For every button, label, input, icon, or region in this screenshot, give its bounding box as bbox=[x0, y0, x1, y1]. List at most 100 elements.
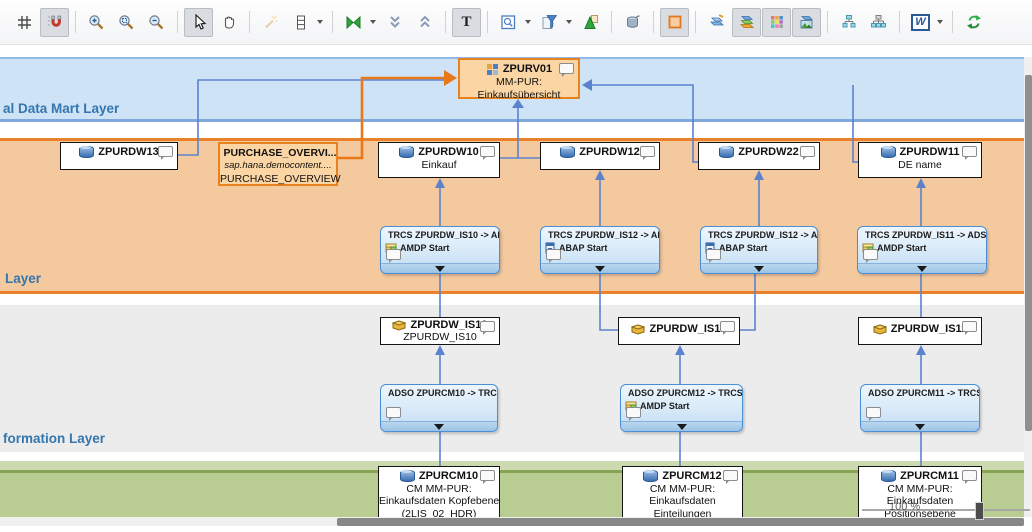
transformation-start: AMDP Start bbox=[640, 400, 690, 411]
grid-icon[interactable] bbox=[10, 8, 39, 37]
comment-icon bbox=[866, 407, 881, 421]
comment-icon bbox=[480, 321, 495, 335]
magic-wand-icon[interactable] bbox=[256, 8, 285, 37]
toolbar-separator bbox=[332, 11, 333, 33]
node-title: ZPURDW_IS12 bbox=[649, 323, 727, 335]
node-zpurv01[interactable]: ZPURV01 MM-PUR: Einkaufsübersicht bbox=[458, 58, 580, 101]
highlight-color-icon[interactable] bbox=[660, 7, 689, 37]
transformation-adso-cm12[interactable]: ADSO ZPURCM12 -> TRCS ZP... AMDP Start bbox=[620, 384, 743, 432]
toolbar-separator bbox=[249, 11, 250, 33]
node-description: CM MM-PUR: bbox=[649, 482, 716, 495]
transformation-trcs-is12-dw12[interactable]: TRCS ZPURDW_IS12 -> ADSO... ABAP Start bbox=[540, 226, 660, 274]
transformation-icon[interactable] bbox=[339, 8, 368, 37]
comment-icon bbox=[626, 407, 641, 421]
comment-icon bbox=[559, 63, 574, 77]
transformation-adso-cm10[interactable]: ADSO ZPURCM10 -> TRCS ZP... bbox=[380, 384, 498, 432]
text-tool-icon[interactable]: T bbox=[452, 7, 481, 37]
comment-icon bbox=[800, 146, 815, 160]
tree-org-icon[interactable] bbox=[864, 8, 893, 37]
zoom-selection-icon[interactable] bbox=[112, 8, 141, 37]
toolbar-separator bbox=[75, 11, 76, 33]
transformation-dropdown[interactable] bbox=[370, 20, 376, 24]
layers-image-icon[interactable] bbox=[792, 7, 821, 37]
adso-icon bbox=[560, 146, 576, 159]
list-layout-dropdown[interactable] bbox=[317, 20, 323, 24]
transformation-start: AMDP Start bbox=[877, 242, 927, 253]
word-export-icon[interactable]: W bbox=[906, 8, 935, 37]
node-description: Einkauf bbox=[421, 158, 457, 171]
transformation-title: ADSO ZPURCM12 -> TRCS ZP... bbox=[628, 387, 742, 398]
comment-icon bbox=[158, 146, 173, 160]
expand-all-icon[interactable] bbox=[410, 8, 439, 37]
word-export-dropdown[interactable] bbox=[937, 20, 943, 24]
node-description: MM-PUR: bbox=[495, 76, 543, 88]
layers-edit-icon[interactable] bbox=[702, 8, 731, 37]
zoom-slider-thumb[interactable] bbox=[975, 502, 984, 520]
node-title: ZPURV01 bbox=[502, 63, 553, 76]
node-zpurdw11[interactable]: ZPURDW11 DE name bbox=[858, 142, 982, 178]
transformation-title: TRCS ZPURDW_IS12 -> ADSO... bbox=[708, 229, 817, 240]
list-layout-icon[interactable] bbox=[286, 8, 315, 37]
node-title: ZPURDW_IS10 bbox=[410, 319, 488, 331]
adso-icon bbox=[399, 146, 415, 159]
node-description: ZPURDW_IS10 bbox=[403, 330, 477, 343]
transformation-title: TRCS ZPURDW_IS12 -> ADSO... bbox=[548, 229, 659, 240]
expand-triangle-icon bbox=[917, 266, 927, 272]
text-tool-glyph: T bbox=[461, 13, 472, 30]
adso-icon bbox=[399, 470, 415, 483]
tree-small-icon[interactable] bbox=[834, 8, 863, 37]
comment-icon bbox=[962, 470, 977, 484]
zoom-out-icon[interactable] bbox=[142, 8, 171, 37]
paint-can-icon[interactable] bbox=[618, 8, 647, 37]
node-description: Einkaufsübersicht bbox=[477, 88, 561, 101]
layer-label-virtual-data-mart: al Data Mart Layer bbox=[3, 101, 120, 116]
snap-magnet-icon[interactable] bbox=[40, 7, 69, 37]
filter-icon[interactable] bbox=[535, 8, 564, 37]
node-title: ZPURCM10 bbox=[418, 470, 479, 482]
filter-dropdown[interactable] bbox=[566, 20, 572, 24]
node-zpurdw22[interactable]: ZPURDW22 bbox=[698, 142, 820, 170]
zoom-slider-track[interactable] bbox=[862, 509, 1030, 511]
node-zpurdw13[interactable]: ZPURDW13 bbox=[60, 142, 178, 170]
pan-hand-icon[interactable] bbox=[214, 8, 243, 37]
transformation-start: ABAP Start bbox=[719, 243, 768, 253]
adso-icon bbox=[79, 146, 95, 159]
node-zpurdw10[interactable]: ZPURDW10 Einkauf bbox=[378, 142, 500, 178]
transformation-trcs-is10[interactable]: TRCS ZPURDW_IS10 -> ADSO... AMDP Start bbox=[380, 226, 500, 274]
comment-icon bbox=[863, 249, 878, 263]
node-title: ZPURCM11 bbox=[900, 470, 959, 482]
node-title: ZPURDW13 bbox=[98, 146, 159, 158]
collapse-all-icon[interactable] bbox=[380, 8, 409, 37]
node-title: ZPURDW10 bbox=[418, 146, 479, 158]
fit-diagram-icon[interactable] bbox=[576, 8, 605, 37]
toolbar-separator bbox=[899, 11, 900, 33]
vertical-scrollbar[interactable] bbox=[1024, 57, 1032, 517]
comment-icon bbox=[706, 249, 721, 263]
vertical-scrollbar-thumb[interactable] bbox=[1024, 75, 1032, 431]
color-palette-icon[interactable] bbox=[762, 7, 791, 37]
node-title: ZPURDW22 bbox=[738, 146, 799, 158]
transformation-trcs-is12-dw22[interactable]: TRCS ZPURDW_IS12 -> ADSO... ABAP Start bbox=[700, 226, 818, 274]
horizontal-scrollbar[interactable] bbox=[0, 517, 1024, 526]
node-zpurdw12[interactable]: ZPURDW12 bbox=[540, 142, 660, 170]
transformation-adso-cm11[interactable]: ADSO ZPURCM11 -> TRCS ZP... bbox=[860, 384, 980, 432]
zoom-level-value: 100 % bbox=[889, 501, 921, 513]
node-title: ZPURDW12 bbox=[579, 146, 640, 158]
node-description: Einkaufsdaten bbox=[886, 495, 954, 507]
zoom-in-icon[interactable] bbox=[82, 8, 111, 37]
toolbar-separator bbox=[827, 11, 828, 33]
overview-magnifier-icon[interactable] bbox=[494, 8, 523, 37]
transformation-trcs-is11[interactable]: TRCS ZPURDW_IS11 -> ADSO... AMDP Start bbox=[857, 226, 987, 274]
refresh-icon[interactable] bbox=[959, 8, 988, 37]
layers-colored-icon[interactable] bbox=[732, 7, 761, 37]
node-zpurdw-is10[interactable]: ZPURDW_IS10 ZPURDW_IS10 bbox=[380, 317, 500, 345]
expand-triangle-icon bbox=[595, 266, 605, 272]
layer-label-transformation: formation Layer bbox=[3, 431, 106, 446]
node-zpurdw-is12[interactable]: ZPURDW_IS12 bbox=[618, 317, 740, 345]
node-zpurdw-is11[interactable]: ZPURDW_IS11 bbox=[858, 317, 982, 345]
node-purchase-overview[interactable]: PURCHASE_OVERVI... sap.hana.democontent.… bbox=[218, 142, 341, 186]
horizontal-scrollbar-thumb[interactable] bbox=[337, 517, 1024, 526]
overview-dropdown[interactable] bbox=[525, 20, 531, 24]
toolbar-separator bbox=[695, 11, 696, 33]
select-cursor-icon[interactable] bbox=[184, 7, 213, 37]
